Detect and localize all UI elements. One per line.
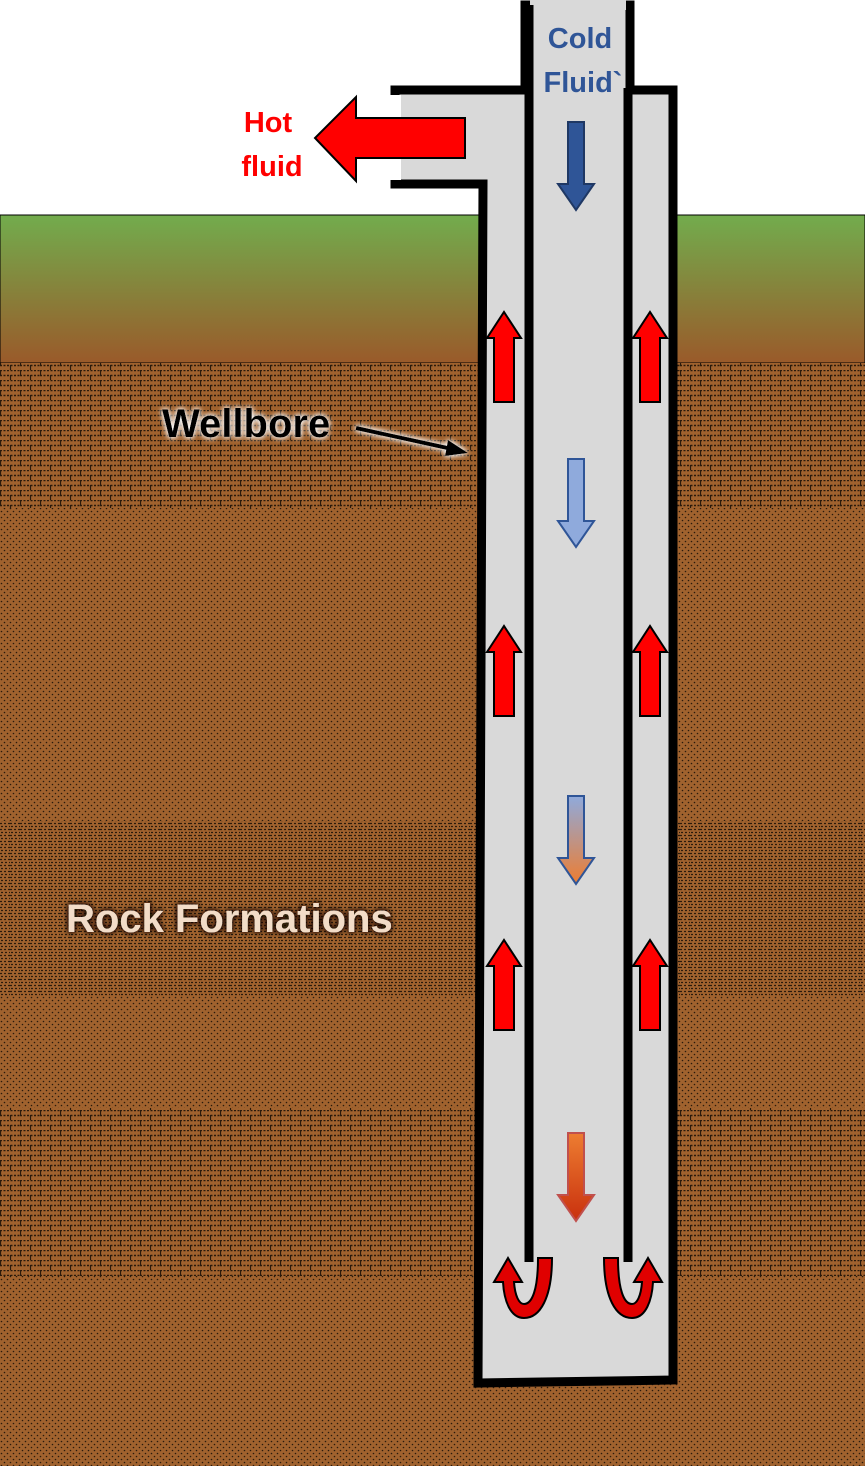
dashed-layer	[0, 821, 865, 996]
red-up-arrow-icon	[631, 624, 669, 717]
red-up-arrow-icon	[485, 624, 523, 717]
hot-fluid-label-line2: fluid	[241, 151, 302, 183]
cold-fluid-label-line1: Cold	[548, 23, 612, 55]
red-up-arrow-icon	[485, 310, 523, 403]
dotted-layer-3	[0, 1276, 865, 1466]
cold-inlet-opening	[530, 0, 626, 10]
annulus-up-arrows	[485, 310, 669, 1031]
down-arrow-icon	[556, 1132, 596, 1223]
down-arrow-icon	[556, 121, 596, 212]
ground-layers	[0, 214, 865, 1466]
bottom-u-turn-arrows	[492, 1256, 664, 1320]
hot-fluid-label-line1: Hot	[244, 107, 293, 139]
wellbore-label: Wellbore	[162, 402, 330, 446]
u-turn-arrow-icon	[492, 1256, 554, 1320]
rock-formations-label: Rock Formations	[66, 897, 393, 941]
wellbore-pointer	[355, 426, 468, 456]
red-up-arrow-icon	[631, 938, 669, 1031]
inner-tube-down-arrows	[556, 121, 596, 1223]
red-up-arrow-icon	[631, 310, 669, 403]
u-turn-arrow-icon	[602, 1256, 664, 1320]
cold-fluid-label-line2: Fluid`	[544, 67, 623, 99]
brick-layer-lower	[0, 1108, 865, 1276]
down-arrow-icon	[556, 458, 596, 549]
left-arrow-icon	[313, 94, 466, 184]
dotted-layer-1	[0, 508, 865, 821]
grass-soil-layer	[0, 214, 865, 364]
down-arrow-icon	[556, 795, 596, 886]
brick-layer-upper	[0, 363, 865, 508]
red-up-arrow-icon	[485, 938, 523, 1031]
dotted-layer-2	[0, 996, 865, 1108]
